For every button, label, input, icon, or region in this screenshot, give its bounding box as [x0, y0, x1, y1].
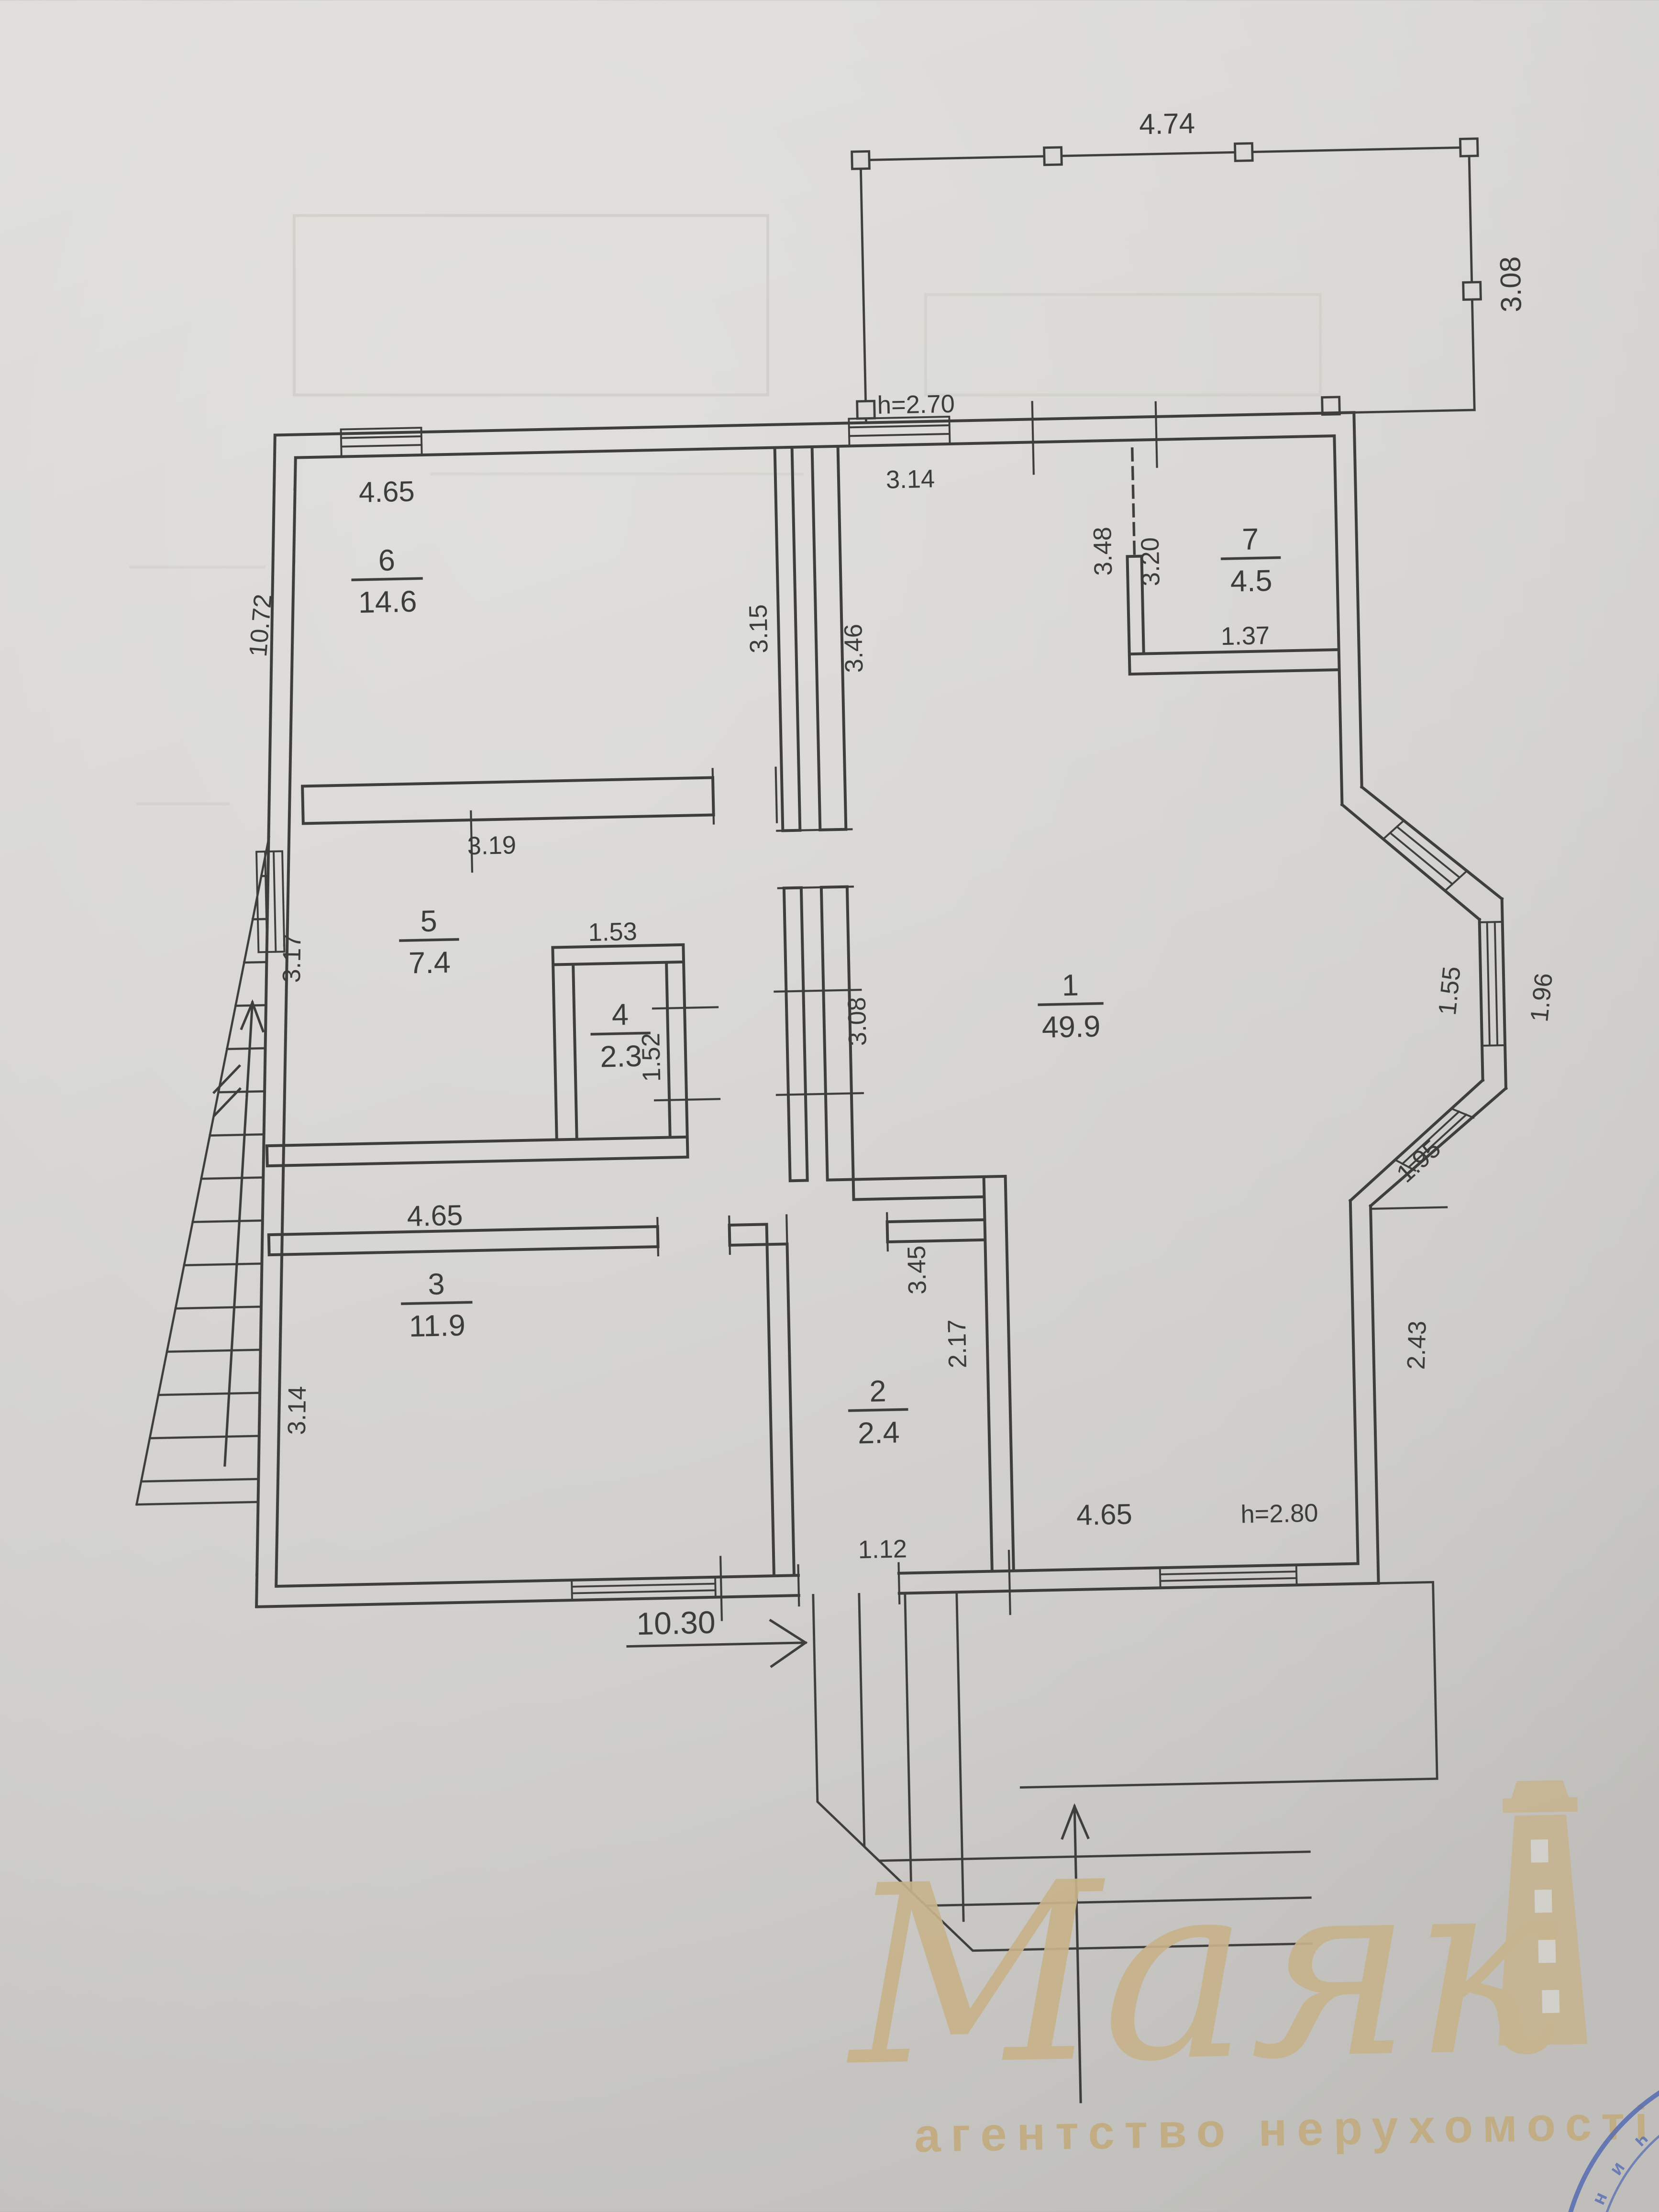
- dim-hall-depth: 3.08: [843, 997, 872, 1046]
- dim-bottom-total: 10.30: [636, 1604, 716, 1641]
- porch-slab-edge: [1019, 1581, 1438, 1789]
- window-room1-top: [848, 415, 951, 447]
- bleed-through-marks: [129, 214, 1322, 806]
- lighthouse-icon: [1498, 1780, 1588, 2046]
- dim-room1-bottom: 4.65: [1076, 1498, 1132, 1531]
- dim-room1-right: 2.43: [1402, 1320, 1432, 1370]
- room6-area: 14.6: [358, 585, 417, 619]
- window-room3-bottom: [571, 1576, 717, 1602]
- room1-area: 49.9: [1041, 1010, 1101, 1045]
- dim-room7-bottom: 1.37: [1220, 621, 1270, 651]
- dim-room3-left: 3.14: [283, 1386, 311, 1435]
- room7-area: 4.5: [1230, 564, 1272, 598]
- dim-terrace-width: 4.74: [1139, 107, 1195, 140]
- exterior-wall-outer: [255, 411, 1508, 1608]
- stair-direction-arrow: [212, 999, 265, 1467]
- door-jamb-ticks: [656, 766, 901, 1607]
- dim-room1-left-lower: 3.45: [903, 1245, 932, 1294]
- dim-room5-top: 3.19: [467, 831, 516, 860]
- dim-room5-left: 3.17: [277, 934, 306, 983]
- room3-number: 3: [428, 1267, 445, 1301]
- room7-dashed-partition: [1131, 447, 1136, 558]
- dim-left-total: 10.72: [244, 593, 277, 658]
- window-bay-upper: [1382, 819, 1469, 892]
- terrace-posts: [851, 137, 1482, 420]
- dim-room2-right: 2.17: [943, 1319, 972, 1368]
- dim-bay-inner: 1.55: [1433, 965, 1466, 1017]
- room2-area: 2.4: [857, 1416, 900, 1450]
- entrance-porch: [626, 1581, 1438, 2103]
- dimension-ticks: [470, 401, 1448, 1621]
- room4-area: 2.3: [600, 1040, 642, 1074]
- window-room6-top: [340, 427, 423, 458]
- window-room1-bottom: [1159, 1564, 1298, 1589]
- room2-number: 2: [869, 1374, 887, 1408]
- external-staircase: [135, 836, 271, 1506]
- window-bay-right: [1478, 921, 1506, 1047]
- room7-number: 7: [1242, 523, 1260, 557]
- dim-room1-height: h=2.80: [1240, 1499, 1318, 1528]
- watermark-title: Маяк: [842, 1821, 1565, 2121]
- terrace-outline: [859, 146, 1476, 424]
- room5-number: 5: [420, 905, 438, 939]
- dim-room7-left-outer: 3.48: [1088, 527, 1117, 576]
- dim-room4-top: 1.53: [588, 918, 637, 947]
- room5-area: 7.4: [408, 946, 451, 980]
- agency-watermark: Маяк агентство нерухомості: [842, 1780, 1658, 2162]
- watermark-subtitle: агентство нерухомості: [914, 2096, 1658, 2162]
- porch-left-edge: [955, 1591, 965, 1922]
- dim-terrace-height: h=2.70: [877, 390, 955, 420]
- dim-room2-bottom: 1.12: [858, 1535, 907, 1564]
- dim-room3-top: 4.65: [407, 1199, 463, 1232]
- dim-room6-top: 4.65: [358, 475, 415, 508]
- dim-terrace-depth: 3.08: [1494, 256, 1527, 312]
- window-room5-left: [255, 850, 286, 953]
- dim-bay-outer: 1.96: [1525, 972, 1558, 1023]
- window-bay-lower: [1394, 1107, 1475, 1172]
- room6-number: 6: [378, 543, 396, 577]
- entry-arrow-vertical: [1061, 1803, 1090, 2103]
- room4-number: 4: [611, 998, 629, 1032]
- dim-room7-left-inner: 3.20: [1136, 537, 1165, 586]
- room1-number: 1: [1062, 969, 1079, 1003]
- step-line-1: [812, 1594, 1311, 1862]
- dim-room1-top: 3.14: [885, 465, 935, 494]
- room3-area: 11.9: [409, 1309, 465, 1343]
- entry-arrow-horizontal: [626, 1618, 808, 1668]
- dim-room4-right: 1.52: [637, 1033, 666, 1082]
- step-line-2: [858, 1593, 1312, 1907]
- room-label-fraction-lines: [351, 556, 1281, 1412]
- dim-room1-left-upper: 3.46: [839, 624, 868, 673]
- plan: 4.74 3.08 h=2.70 1 49.9 3.14 3.46 3.45 3…: [135, 107, 1558, 2103]
- dim-room6-right: 3.15: [744, 604, 773, 653]
- step-line-3: [904, 1592, 1313, 1952]
